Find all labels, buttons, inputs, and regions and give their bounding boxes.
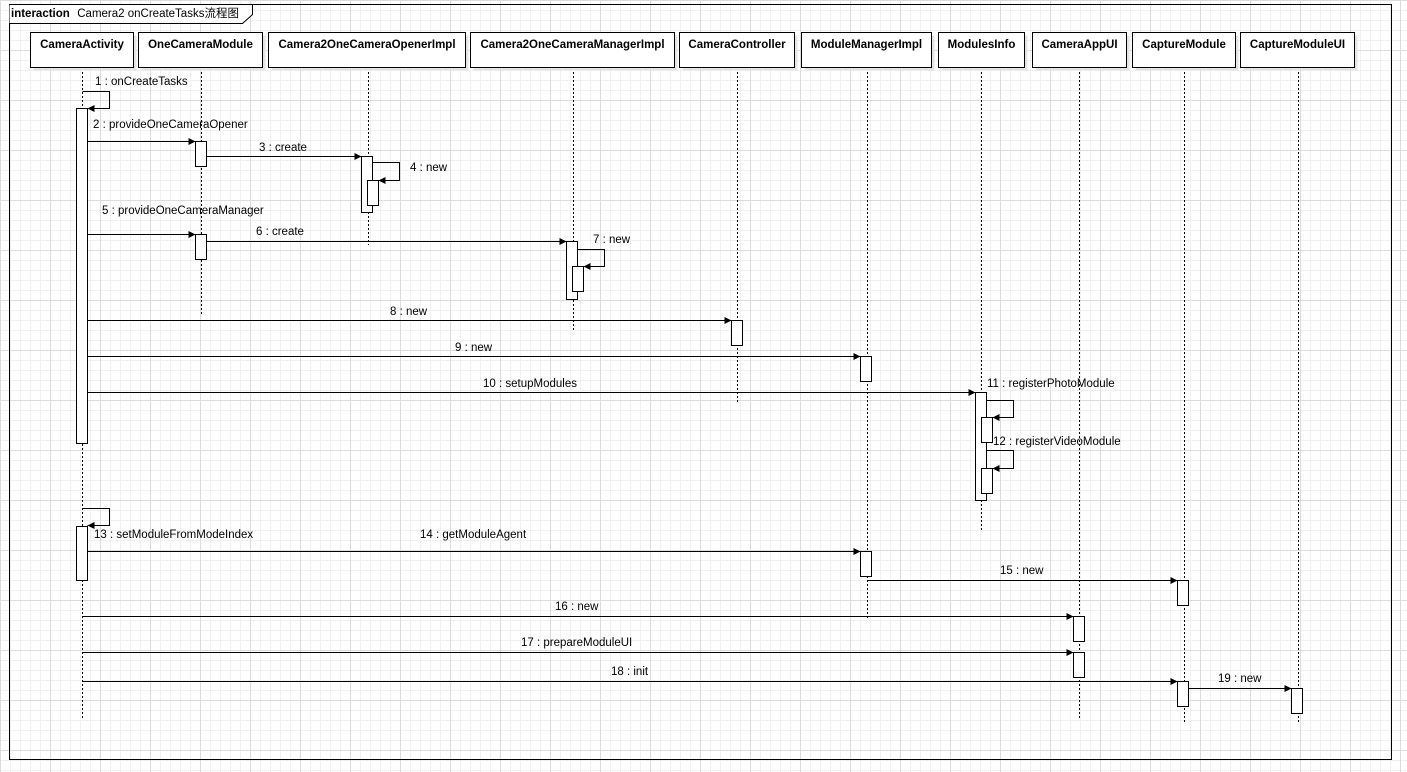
message-label: 1 : onCreateTasks (95, 76, 188, 88)
message-label: 15 : new (1000, 565, 1044, 577)
message-label: 11 : registerPhotoModule (987, 378, 1115, 390)
message-label: 8 : new (390, 306, 428, 318)
activation-bar (981, 417, 993, 443)
message-label: 12 : registerVideoModule (993, 436, 1121, 448)
lifeline-label-modules-info: ModulesInfo (948, 39, 1016, 51)
lifeline-manager-impl[interactable] (470, 32, 675, 68)
frame-tab (9, 4, 253, 24)
message-label: 13 : setModuleFromModeIndex (94, 529, 253, 541)
message-label: 17 : prepareModuleUI (521, 637, 632, 649)
lifeline-label-opener-impl: Camera2OneCameraOpenerImpl (278, 39, 455, 51)
message-labels: 1 : onCreateTasks 2 : provideOneCameraOp… (93, 76, 1262, 685)
lifeline-label-capture-module-ui: CaptureModuleUI (1250, 39, 1345, 51)
message-arrow[interactable] (577, 249, 605, 270)
messages (82, 91, 1292, 692)
message-label: 18 : init (611, 666, 649, 678)
activation-bar (860, 551, 872, 577)
message-arrow[interactable] (372, 162, 400, 184)
interaction-frame (9, 4, 1392, 760)
message-label: 6 : create (256, 226, 304, 238)
frame-name: Camera2 onCreateTasks流程图 (77, 6, 239, 20)
activation-bar (195, 234, 207, 260)
activation-bar (1177, 580, 1189, 606)
lifeline-dashes (82, 68, 1299, 724)
lifeline-opener-impl[interactable] (268, 32, 466, 68)
activation-bar (76, 526, 88, 581)
lifeline-camera-activity[interactable] (30, 32, 134, 68)
activation-bar (1291, 688, 1303, 714)
activation-bar (860, 356, 872, 382)
message-label: 4 : new (410, 162, 448, 174)
lifeline-headers: CameraActivity OneCameraModule Camera2On… (30, 32, 1358, 71)
message-arrow[interactable] (82, 91, 110, 112)
message-arrow[interactable] (986, 450, 1014, 472)
activation-bar (572, 266, 584, 292)
activation-bar (1177, 681, 1189, 707)
message-arrow[interactable] (82, 508, 110, 529)
message-label: 7 : new (593, 234, 631, 246)
lifeline-label-module-manager-impl: ModuleManagerImpl (811, 39, 922, 51)
activation-bar (731, 320, 743, 346)
message-label: 19 : new (1218, 673, 1262, 685)
message-label: 5 : provideOneCameraManager (102, 205, 264, 217)
activation-bar (975, 392, 987, 501)
message-label: 14 : getModuleAgent (420, 529, 527, 541)
lifeline-capture-module[interactable] (1132, 32, 1236, 68)
lifeline-label-camera-controller: CameraController (688, 39, 786, 51)
activation-bar (195, 141, 207, 167)
activation-bar (981, 468, 993, 494)
lifeline-label-one-camera-module: OneCameraModule (148, 39, 253, 51)
lifeline-modules-info[interactable] (938, 32, 1025, 68)
activation-bar (367, 180, 379, 206)
lifeline-one-camera-module[interactable] (138, 32, 263, 68)
message-label: 16 : new (555, 601, 599, 613)
message-arrow[interactable] (986, 400, 1014, 421)
lifeline-module-manager-impl[interactable] (801, 32, 932, 68)
activation-bars (76, 108, 1303, 714)
frame-title: interaction Camera2 onCreateTasks流程图 (11, 4, 239, 21)
lifeline-label-capture-module: CaptureModule (1142, 39, 1226, 51)
frame-keyword: interaction (11, 8, 70, 20)
activation-bar (1073, 652, 1085, 678)
activation-bar (1073, 616, 1085, 642)
message-label: 10 : setupModules (483, 378, 577, 390)
lifeline-capture-module-ui[interactable] (1240, 32, 1355, 68)
lifeline-camera-app-ui[interactable] (1032, 32, 1127, 68)
activation-bar (76, 108, 88, 444)
message-label: 9 : new (455, 342, 493, 354)
lifeline-label-camera-app-ui: CameraAppUI (1041, 39, 1117, 51)
message-label: 3 : create (259, 142, 307, 154)
lifeline-camera-controller[interactable] (679, 32, 795, 68)
message-label: 2 : provideOneCameraOpener (93, 119, 248, 131)
lifeline-label-camera-activity: CameraActivity (40, 39, 124, 51)
lifeline-label-manager-impl: Camera2OneCameraManagerImpl (480, 39, 664, 51)
